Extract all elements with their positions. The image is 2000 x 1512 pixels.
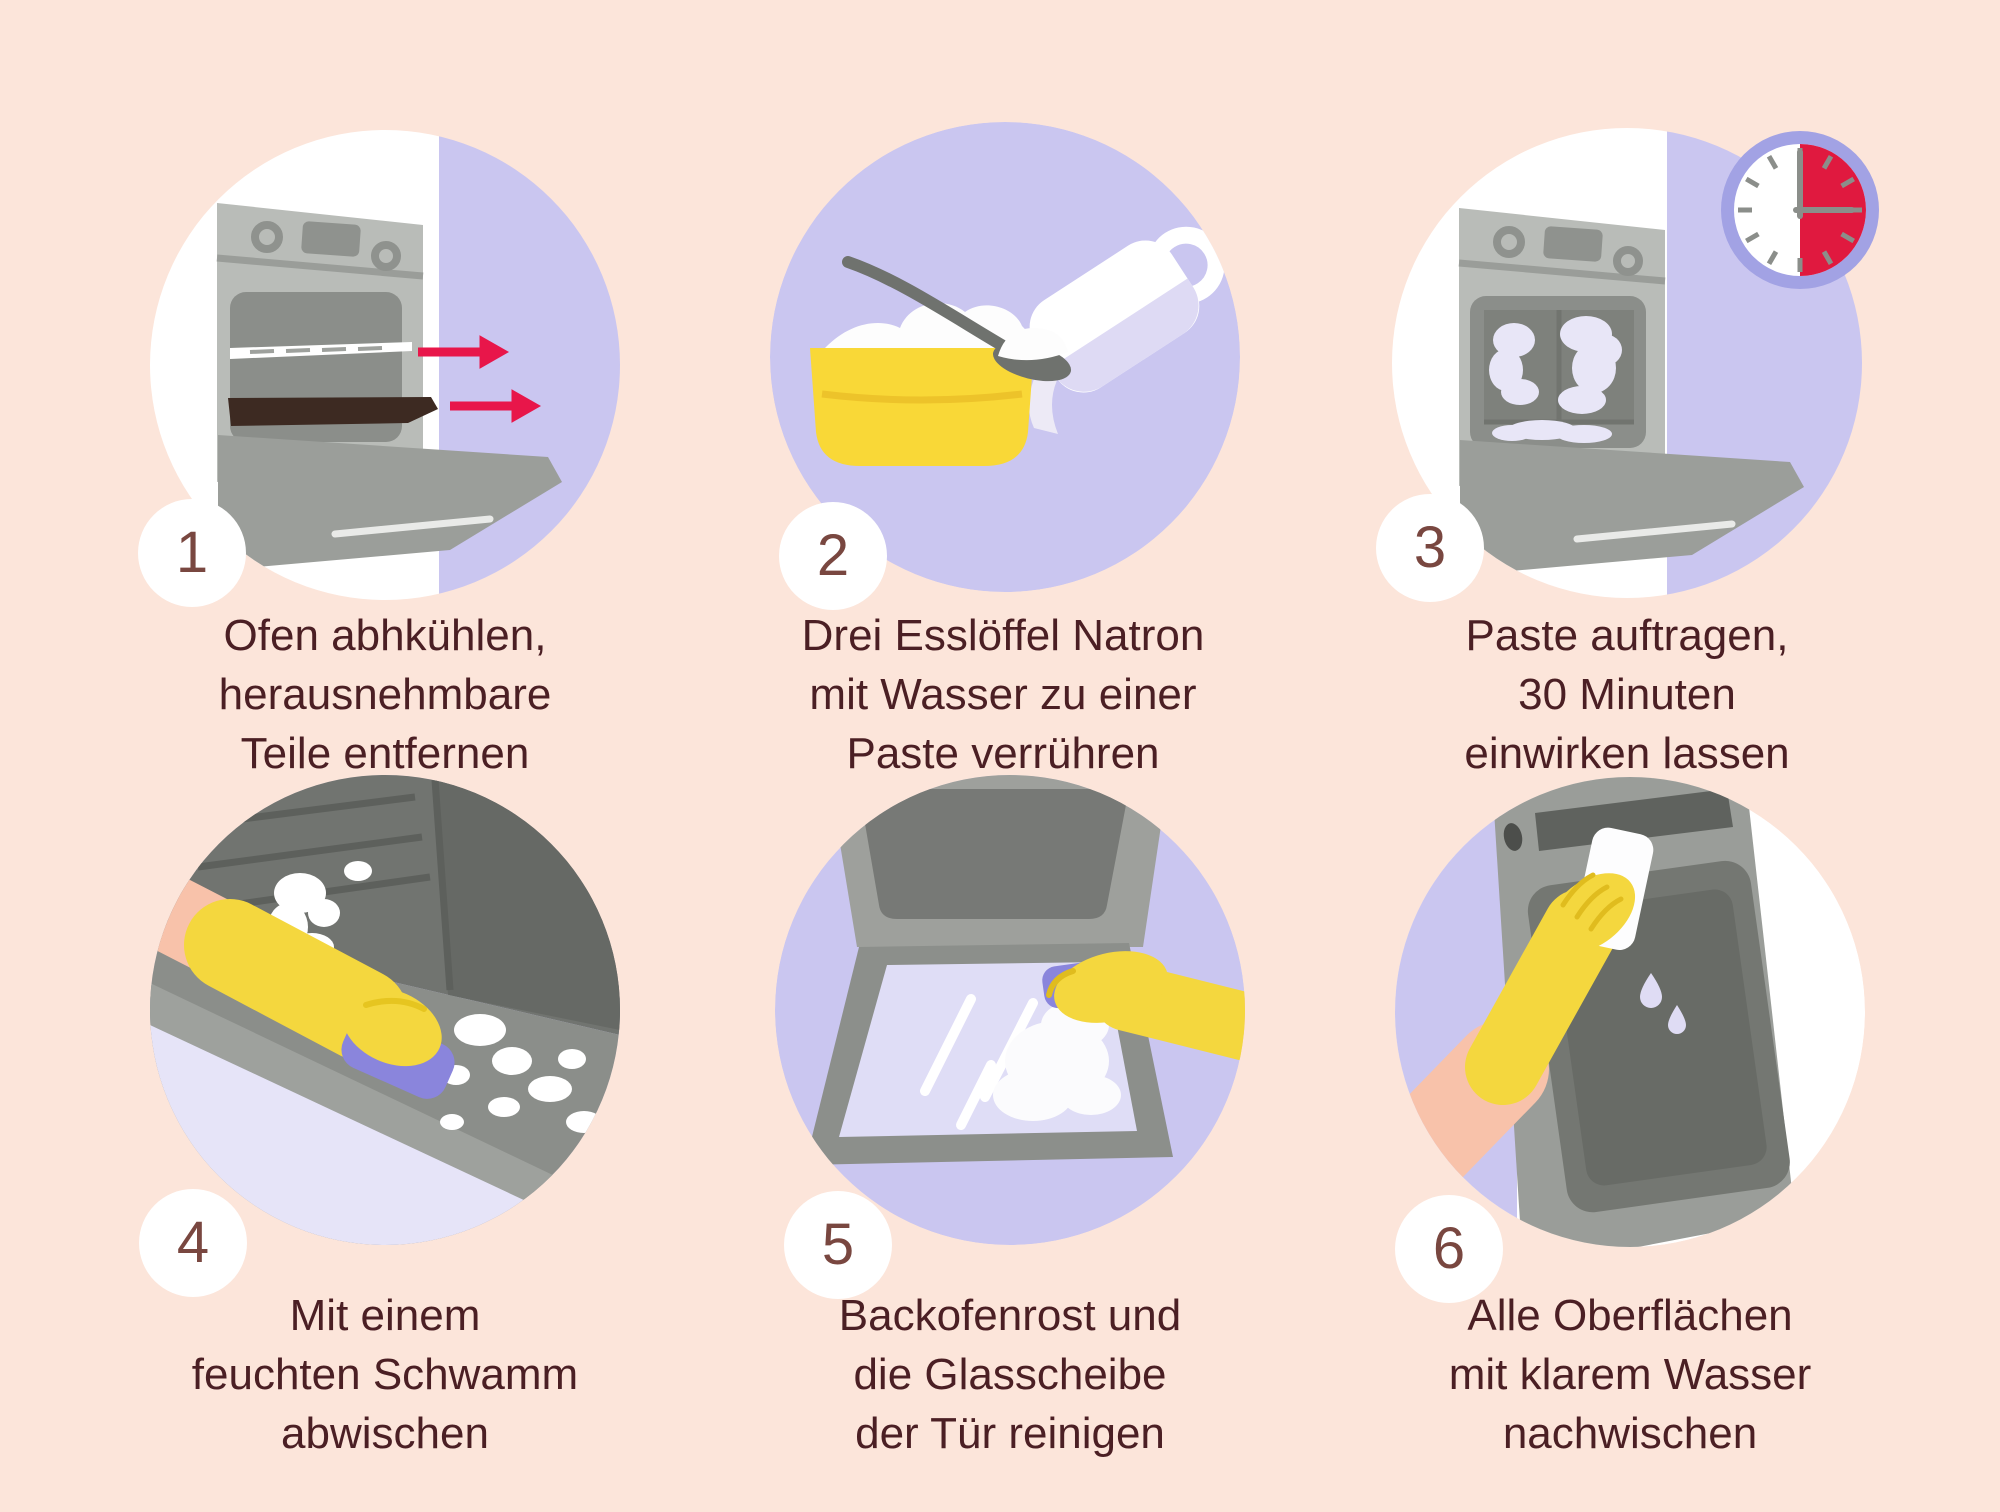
- door-edge: [150, 983, 620, 1245]
- timer-30-minutes-icon: [1721, 131, 1879, 289]
- pull-out-arrows-icon: [418, 335, 542, 423]
- caption-line: mit Wasser zu einer: [809, 670, 1197, 719]
- caption-line: feuchten Schwamm: [191, 1350, 579, 1399]
- step-number: 4: [176, 1210, 210, 1275]
- oven-knob-icon: [371, 241, 401, 271]
- water-jug-icon: [1028, 226, 1225, 434]
- gloved-hand-wiping-door-with-cloth: [1395, 777, 1865, 1247]
- step4-number-badge: 4: [139, 1189, 247, 1297]
- caption-line: Mit einem: [289, 1291, 481, 1340]
- step5-number-badge: 5: [784, 1191, 892, 1299]
- oven-icon: [216, 203, 562, 568]
- oven-knob-side: [1503, 823, 1523, 851]
- caption-line: mit klarem Wasser: [1448, 1350, 1812, 1399]
- water-stream: [1028, 370, 1058, 434]
- oven-knob-icon: [1493, 226, 1525, 258]
- step1-number-badge: 1: [138, 499, 246, 607]
- water-drops-icon: [1640, 973, 1686, 1035]
- step3-caption: Paste auftragen, 30 Minuten einwirken la…: [1307, 606, 1947, 783]
- caption-line: Teile entfernen: [240, 729, 530, 778]
- baking-tray-icon: [228, 397, 438, 426]
- caption-line: Alle Oberflächen: [1467, 1291, 1793, 1340]
- caption-line: einwirken lassen: [1464, 729, 1790, 778]
- step-number: 1: [175, 520, 209, 585]
- gloved-hand-cleaning-door-glass: [775, 775, 1245, 1245]
- step4-caption: Mit einem feuchten Schwamm abwischen: [65, 1286, 705, 1463]
- oven-icon: [1458, 208, 1804, 573]
- step6-number-badge: 6: [1395, 1195, 1503, 1303]
- step-number: 6: [1432, 1216, 1466, 1281]
- caption-line: Paste auftragen,: [1465, 611, 1789, 660]
- caption-line: 30 Minuten: [1518, 670, 1736, 719]
- spoon-icon: [842, 256, 1072, 382]
- control-panel-edge: [1535, 789, 1733, 851]
- oven-open-remove-rack-and-tray: [150, 130, 620, 600]
- oven-door-open: [1460, 440, 1804, 573]
- step1-illustration: [150, 130, 620, 600]
- caption-line: die Glasscheibe: [853, 1350, 1167, 1399]
- open-door-inner: [150, 1025, 620, 1245]
- oven-knob-icon: [251, 221, 283, 253]
- oven-opening: [859, 789, 1129, 919]
- caption-line: abwischen: [281, 1409, 489, 1458]
- oven-display-icon: [1543, 226, 1603, 262]
- oven-door-open: [218, 435, 562, 568]
- step6-illustration: [1395, 777, 1865, 1247]
- gloved-hand-sponge-wiping-oven-interior: [150, 775, 620, 1245]
- caption-line: Drei Esslöffel Natron: [801, 611, 1205, 660]
- bowl-with-soda-spoon-and-water-jug: [770, 122, 1240, 592]
- caption-line: Paste verrühren: [846, 729, 1160, 778]
- caption-line: Ofen abhkühlen,: [223, 611, 547, 660]
- caption-line: herausnehmbare: [218, 670, 552, 719]
- timer-hands: [1793, 149, 1855, 219]
- oven-front-frame: [827, 775, 1170, 947]
- step4-illustration: [150, 775, 620, 1245]
- step5-illustration: [775, 775, 1245, 1245]
- rubber-glove-hand: [1054, 951, 1168, 1023]
- oven-rack-icon: [230, 342, 412, 359]
- foam-smear: [993, 1001, 1121, 1121]
- step2-caption: Drei Esslöffel Natron mit Wasser zu eine…: [683, 606, 1323, 783]
- step-number: 2: [816, 523, 850, 588]
- step3-number-badge: 3: [1376, 494, 1484, 602]
- step6-caption: Alle Oberflächen mit klarem Wasser nachw…: [1310, 1286, 1950, 1463]
- step-number: 5: [821, 1212, 855, 1277]
- caption-line: Backofenrost und: [838, 1291, 1182, 1340]
- rubber-glove-forearm: [184, 899, 408, 1061]
- paste-blobs: [1489, 316, 1622, 443]
- oven-display-icon: [301, 221, 361, 257]
- step2-number-badge: 2: [779, 502, 887, 610]
- step1-caption: Ofen abhkühlen, herausnehmbare Teile ent…: [65, 606, 705, 783]
- caption-line: der Tür reinigen: [855, 1409, 1165, 1458]
- step5-caption: Backofenrost und die Glasscheibe der Tür…: [690, 1286, 1330, 1463]
- step-number: 3: [1413, 515, 1447, 580]
- caption-line: nachwischen: [1502, 1409, 1758, 1458]
- oven-knob-icon: [1613, 246, 1643, 276]
- step2-illustration: [770, 122, 1240, 592]
